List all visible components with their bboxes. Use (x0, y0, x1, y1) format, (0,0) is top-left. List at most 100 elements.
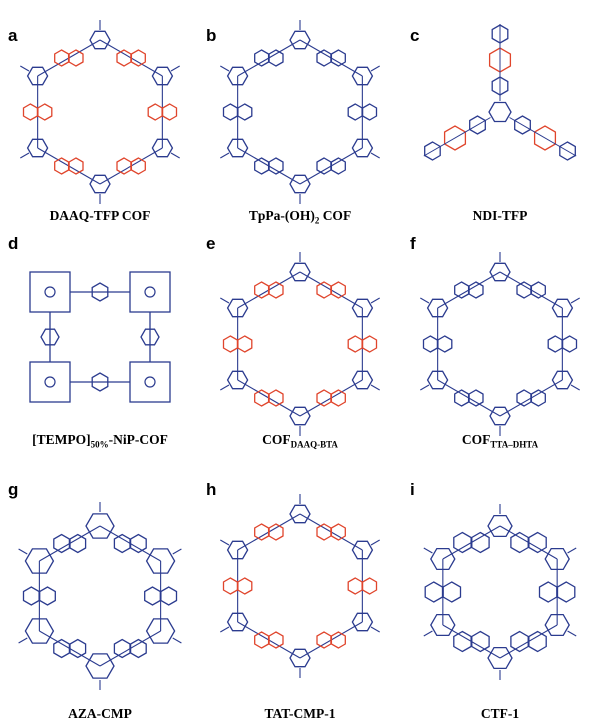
linker-ring (254, 631, 270, 649)
linker-ring (130, 157, 146, 175)
node-ring (289, 648, 311, 668)
linker-ring (453, 531, 472, 554)
panel-d: d [TEMPO]50%-NiP-COF (0, 232, 200, 472)
node-ring (226, 298, 249, 318)
extension-bond (220, 384, 230, 391)
extension-bond (220, 626, 230, 633)
node-ring (24, 548, 55, 574)
linker-ring (316, 631, 332, 649)
linker-ring (468, 281, 484, 299)
linker-ring (268, 631, 284, 649)
node-ring (430, 613, 456, 637)
linker-ring (330, 523, 346, 541)
tppa-oh2-cof-structure (220, 20, 380, 204)
linker-ring (468, 389, 484, 407)
panel-title: TpPa-(OH)2 COF (248, 208, 352, 226)
panel-letter: f (410, 234, 416, 253)
tempo-nip-cof-structure (29, 271, 171, 403)
linker-ring (69, 533, 87, 554)
cof-tta-dhta-structure (420, 252, 580, 436)
panel-b: b TpPa-(OH)2 COF (200, 0, 400, 240)
node-ring (26, 138, 49, 158)
panel-title: AZA-CMP (68, 706, 132, 721)
linker-ring (316, 281, 332, 299)
node-ring (145, 548, 176, 574)
benzene-ring (91, 372, 109, 392)
linker-ring (53, 638, 71, 659)
node-ring (351, 298, 374, 318)
linker-ring (68, 157, 84, 175)
linker-ring (39, 586, 56, 606)
linker-ring (316, 157, 332, 175)
linker-ring (113, 533, 131, 554)
extension-bond (172, 637, 182, 644)
linker-ring (254, 523, 270, 541)
node-ring (351, 370, 374, 390)
node-ring (151, 138, 174, 158)
linker-ring (22, 586, 40, 606)
linker-ring (528, 630, 547, 653)
linker-ring (222, 577, 239, 595)
porphyrin-core (29, 271, 71, 313)
linker-ring (330, 631, 346, 649)
linker-ring (330, 281, 346, 299)
node-ring (85, 513, 115, 539)
panel-e: e COFDAAQ-BTA (200, 232, 400, 472)
ctf-1-structure (423, 504, 577, 680)
linker-ring (237, 577, 253, 595)
extension-bond (220, 152, 230, 159)
panel-title: COFDAAQ-BTA (262, 432, 338, 450)
panel-h: h TAT-CMP-1 (200, 474, 400, 721)
linker-ring (556, 581, 576, 603)
node-ring (289, 406, 311, 426)
node-ring (489, 406, 511, 426)
linker-ring (361, 103, 378, 121)
linker-ring (316, 523, 332, 541)
linker-ring (161, 103, 178, 121)
panel-letter: d (8, 234, 19, 253)
extension-bond (423, 630, 433, 637)
linker-ring (54, 157, 70, 175)
panel-title: NDI-TFP (472, 208, 528, 223)
linker-ring (222, 103, 239, 121)
linker-ring (160, 586, 178, 606)
node-ring (226, 66, 249, 86)
node-ring (151, 66, 174, 86)
node-ring (289, 262, 311, 282)
node-ring (426, 298, 449, 318)
linker-ring (330, 49, 346, 67)
aza-cmp-structure (18, 502, 182, 690)
extension-bond (18, 548, 28, 555)
arm-bond (423, 117, 491, 157)
node-ring (551, 298, 574, 318)
panel-letter: c (410, 26, 420, 45)
linker-ring (471, 630, 490, 653)
linker-ring (361, 577, 378, 595)
node-ring (226, 612, 249, 632)
linker-ring (361, 335, 378, 353)
panel-title: COFTTA–DHTA (461, 432, 539, 450)
linker-ring (130, 49, 146, 67)
tat-cmp-1-structure (220, 494, 380, 678)
linker-ring (268, 281, 284, 299)
linker-ring (54, 49, 70, 67)
node-ring (289, 30, 311, 50)
linker-ring (316, 49, 332, 67)
panel-title: CTF-1 (480, 706, 520, 721)
benzene-ring (140, 328, 160, 346)
linker-ring (22, 103, 39, 121)
node-ring (226, 138, 249, 158)
extension-bond (220, 65, 230, 72)
linker-ring (538, 581, 558, 603)
linker-ring (547, 335, 563, 353)
extension-bond (220, 297, 230, 304)
node-ring (289, 174, 311, 194)
linker-ring (422, 335, 439, 353)
extension-bond (370, 297, 380, 304)
porphyrin-core (129, 361, 171, 403)
node-ring (544, 613, 570, 637)
node-ring (289, 504, 311, 524)
panel-i: i CTF-1 (400, 474, 600, 721)
extension-bond (370, 626, 380, 633)
core-ring (488, 101, 512, 123)
